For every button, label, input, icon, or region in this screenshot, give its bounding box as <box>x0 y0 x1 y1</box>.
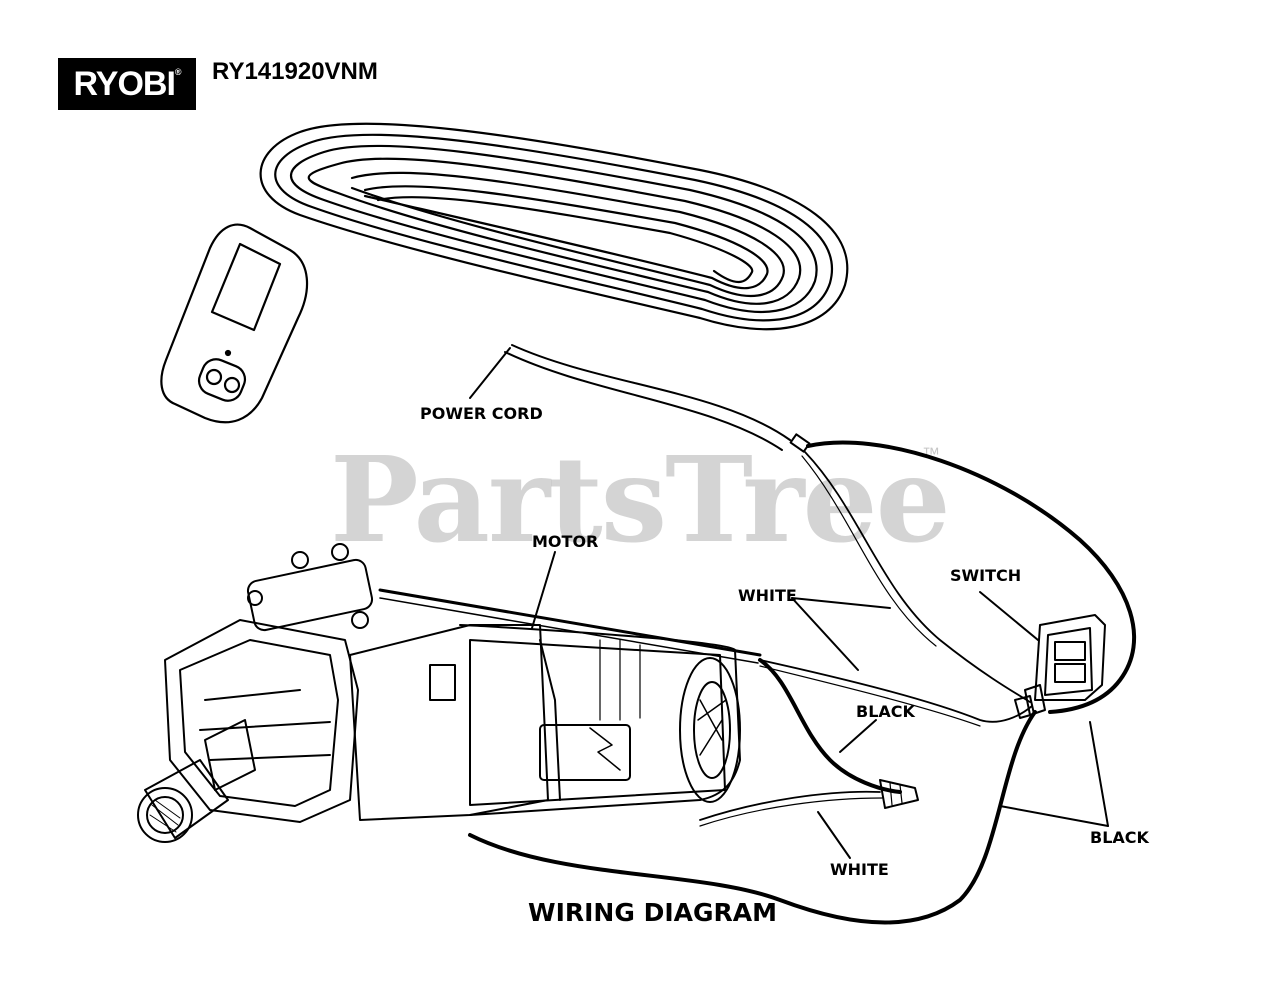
label-white-bottom: WHITE <box>830 860 889 879</box>
label-motor: MOTOR <box>532 532 599 551</box>
label-white-top: WHITE <box>738 586 797 605</box>
leader-lines <box>469 347 1109 859</box>
pump-assembly <box>137 543 374 843</box>
ryobi-logo-text: RYOBI® <box>73 65 181 103</box>
label-black-mid: BLACK <box>856 702 915 721</box>
motor-housing <box>349 588 762 821</box>
label-power-cord: POWER CORD <box>420 404 543 423</box>
wires <box>468 440 1136 925</box>
label-switch: SWITCH <box>950 566 1022 585</box>
diagram-title: WIRING DIAGRAM <box>528 898 777 927</box>
partstree-watermark: PartsTree <box>330 430 951 569</box>
label-black-right: BLACK <box>1090 828 1149 847</box>
switch-body <box>1014 614 1106 719</box>
ryobi-logo: RYOBI® <box>58 58 196 110</box>
model-number: RY141920VNM <box>212 58 378 85</box>
power-plug <box>160 223 309 424</box>
power-cord-coil <box>259 122 849 453</box>
